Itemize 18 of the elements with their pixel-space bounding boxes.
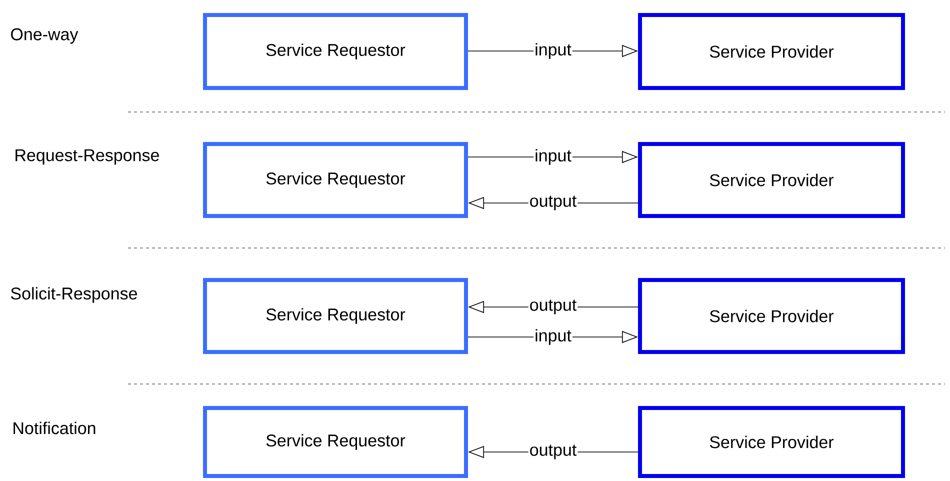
- edge-label: output: [528, 298, 578, 316]
- row-label: One-way: [11, 28, 78, 44]
- edge-label: input: [534, 328, 572, 346]
- row-label: Solicit-Response: [10, 287, 137, 303]
- requestor-box: Service Requestor: [203, 278, 468, 354]
- provider-box: Service Provider: [638, 142, 905, 218]
- requestor-box: Service Requestor: [203, 13, 468, 90]
- provider-box: Service Provider: [638, 13, 905, 90]
- edge-label: input: [534, 42, 572, 60]
- requestor-box: Service Requestor: [203, 142, 468, 218]
- edge-label: output: [528, 444, 578, 460]
- edge-label: input: [534, 148, 572, 166]
- provider-box: Service Provider: [638, 278, 905, 354]
- edge-label: output: [528, 194, 578, 212]
- row-label: Notification: [14, 422, 96, 434]
- row-label: Request-Response: [16, 149, 159, 165]
- requestor-box: Service Requestor: [203, 406, 468, 478]
- provider-box: Service Provider: [638, 406, 905, 478]
